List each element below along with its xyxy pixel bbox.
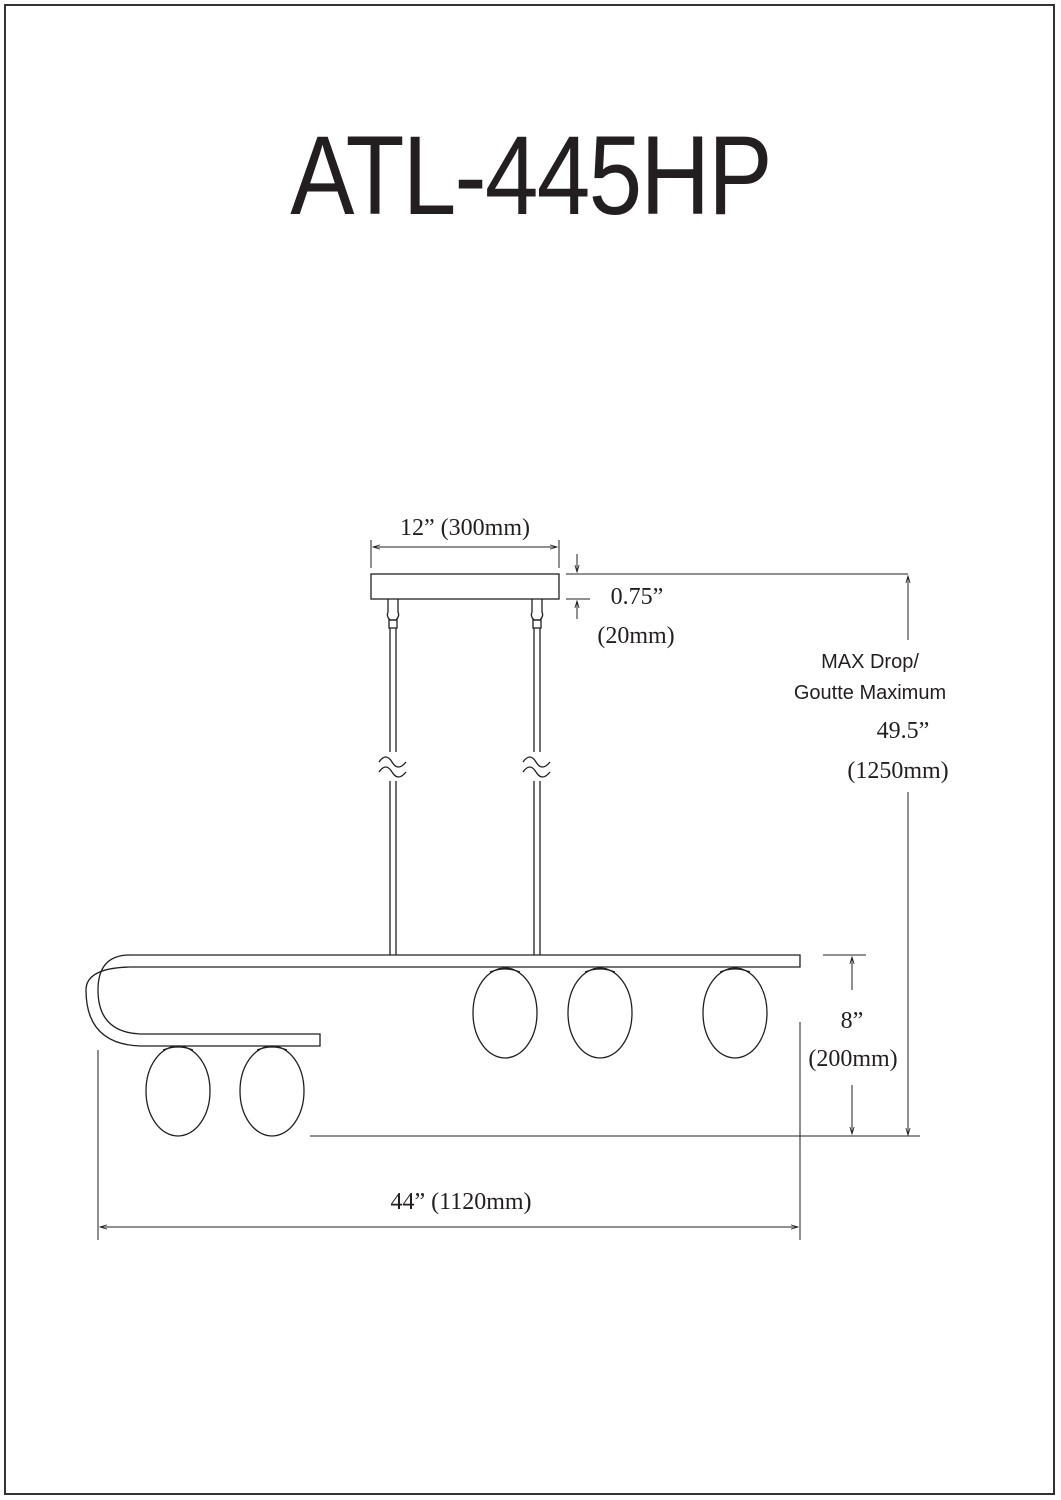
- globe: [567, 967, 633, 1059]
- max-drop-label-fr: Goutte Maximum: [794, 682, 946, 704]
- globe: [702, 967, 768, 1059]
- globe: [145, 1045, 211, 1137]
- max-drop-in: 49.5”: [877, 718, 930, 744]
- main-arm: [85, 954, 801, 1047]
- canopy-height-mm: (20mm): [597, 623, 674, 649]
- canopy-height-dimension: [566, 554, 908, 619]
- overall-width-dimension: [97, 1022, 801, 1240]
- max-drop-mm: (1250mm): [847, 758, 948, 784]
- canopy-height-in: 0.75”: [611, 584, 664, 610]
- fixture-height-mm: (200mm): [808, 1046, 897, 1072]
- globe: [472, 967, 538, 1059]
- model-title: ATL-445HP: [290, 113, 772, 238]
- canopy-width-dimension: [370, 540, 560, 568]
- left-suspension-rod: [378, 599, 407, 955]
- canopy: [370, 573, 560, 600]
- fixture-height-dimension: [310, 954, 920, 1137]
- max-drop-label-en: MAX Drop/: [821, 651, 919, 673]
- canopy-width-label: 12” (300mm): [400, 515, 530, 541]
- page-border: [4, 4, 1055, 1495]
- glass-globes: [145, 967, 768, 1137]
- overall-width-label: 44” (1120mm): [390, 1189, 531, 1215]
- globe: [239, 1045, 305, 1137]
- right-suspension-rod: [522, 599, 551, 955]
- fixture-height-in: 8”: [841, 1008, 864, 1034]
